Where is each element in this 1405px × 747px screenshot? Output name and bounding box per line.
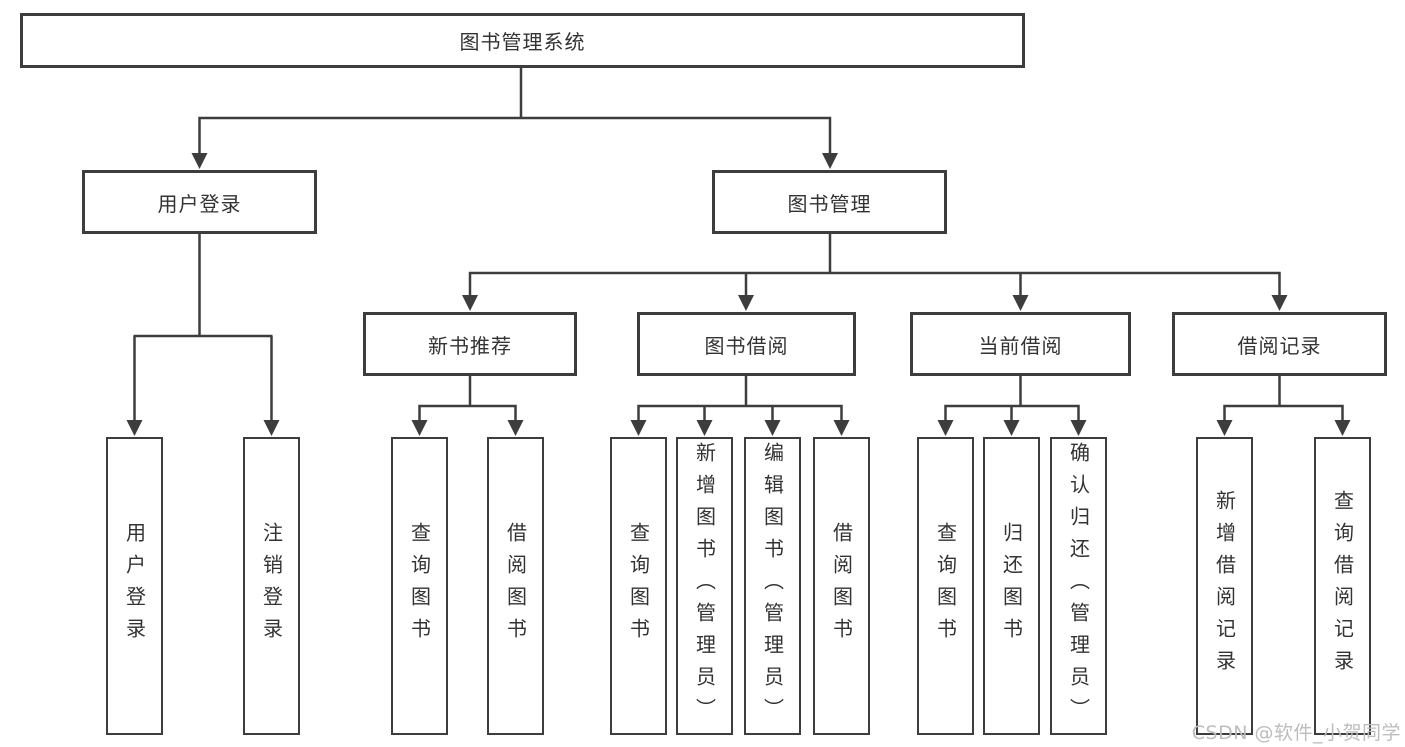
leaf-rec-query-books: 查询图书 — [391, 437, 448, 735]
node-label: 新增借阅记录 — [1212, 490, 1237, 682]
node-label: 图书管理 — [787, 191, 872, 216]
arrow-down-icon — [1012, 295, 1029, 311]
node-label: 图书借阅 — [704, 333, 789, 358]
node-new-book-rec: 新书推荐 — [363, 312, 577, 376]
connector-current-borrow — [944, 375, 1080, 422]
arrow-down-icon — [1070, 420, 1087, 436]
arrow-down-icon — [263, 420, 280, 436]
arrow-down-icon — [937, 420, 954, 436]
connector-book-borrow — [637, 375, 843, 422]
node-label: 借阅记录 — [1237, 333, 1322, 358]
arrow-down-icon — [462, 295, 478, 311]
leaf-bb-edit-books-admin: 编辑图书（管理员） — [744, 437, 801, 735]
connector-new-book-rec — [418, 375, 517, 422]
node-book-mgmt: 图书管理 — [712, 170, 947, 234]
node-root: 图书管理系统 — [20, 13, 1025, 68]
arrow-down-icon — [507, 420, 524, 436]
arrow-down-icon — [833, 420, 850, 436]
arrow-down-icon — [1271, 295, 1288, 311]
connector-user-login — [133, 233, 273, 422]
node-label: 查询图书 — [933, 522, 958, 650]
node-label: 确认归还（管理员） — [1066, 442, 1091, 730]
leaf-br-query-record: 查询借阅记录 — [1314, 437, 1371, 735]
connector-root — [198, 68, 832, 155]
arrow-down-icon — [738, 295, 754, 311]
arrow-down-icon — [1216, 420, 1233, 436]
connector-borrow-record — [1223, 375, 1344, 422]
node-label: 新增图书（管理员） — [692, 442, 717, 730]
leaf-cb-query-books: 查询图书 — [917, 437, 974, 735]
node-current-borrow: 当前借阅 — [910, 312, 1131, 376]
node-book-borrow: 图书借阅 — [637, 312, 856, 376]
arrow-down-icon — [696, 420, 713, 436]
node-label: 图书管理系统 — [459, 30, 586, 54]
arrow-down-icon — [764, 420, 781, 436]
node-user-login: 用户登录 — [82, 170, 317, 234]
leaf-bb-borrow-books: 借阅图书 — [813, 437, 870, 735]
leaf-logout: 注销登录 — [243, 437, 300, 735]
leaf-cb-confirm-return-admin: 确认归还（管理员） — [1050, 437, 1107, 735]
leaf-user-login: 用户登录 — [106, 437, 163, 735]
arrow-down-icon — [1334, 420, 1351, 436]
node-label: 查询图书 — [407, 522, 432, 650]
node-label: 用户登录 — [122, 522, 147, 650]
node-label: 借阅图书 — [829, 522, 854, 650]
watermark: CSDN @软件_小贺同学 — [1191, 722, 1401, 744]
arrowheads — [126, 153, 1351, 436]
node-label: 归还图书 — [999, 522, 1024, 650]
arrow-down-icon — [822, 153, 838, 169]
node-label: 借阅图书 — [503, 522, 528, 650]
node-label: 新书推荐 — [428, 333, 512, 358]
node-label: 当前借阅 — [978, 333, 1063, 358]
node-label: 查询借阅记录 — [1330, 490, 1355, 682]
leaf-br-add-record: 新增借阅记录 — [1196, 437, 1253, 735]
connector-book-mgmt — [468, 233, 1281, 297]
leaf-rec-borrow-books: 借阅图书 — [487, 437, 544, 735]
node-label: 编辑图书（管理员） — [760, 442, 785, 730]
arrow-down-icon — [630, 420, 647, 436]
arrow-down-icon — [126, 420, 143, 436]
arrow-down-icon — [1003, 420, 1020, 436]
leaf-cb-return-books: 归还图书 — [983, 437, 1040, 735]
node-borrow-record: 借阅记录 — [1172, 312, 1387, 376]
leaf-bb-add-books-admin: 新增图书（管理员） — [676, 437, 733, 735]
arrow-down-icon — [411, 420, 428, 436]
arrow-down-icon — [191, 153, 208, 169]
node-label: 注销登录 — [259, 522, 284, 650]
node-label: 查询图书 — [626, 522, 651, 650]
node-label: 用户登录 — [157, 191, 242, 216]
leaf-bb-query-books: 查询图书 — [610, 437, 667, 735]
